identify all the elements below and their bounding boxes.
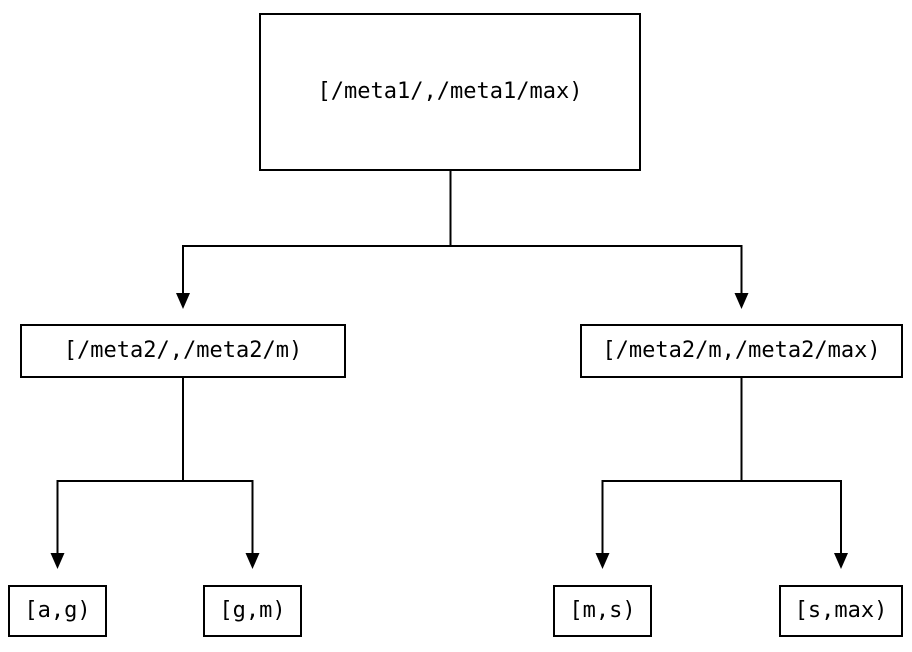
node-label: [s,max) bbox=[794, 598, 888, 623]
node-label: [/meta2/m,/meta2/max) bbox=[602, 338, 881, 363]
node-label: [/meta2/,/meta2/m) bbox=[63, 338, 303, 363]
edge-left-to-leaves bbox=[50, 378, 260, 569]
arrowhead-icon bbox=[734, 293, 749, 309]
arrowhead-icon bbox=[176, 293, 190, 309]
tree-node-meta2-high: [/meta2/m,/meta2/max) bbox=[580, 324, 903, 378]
tree-node-leaf-gm: [g,m) bbox=[203, 585, 302, 637]
arrowhead-icon bbox=[834, 553, 848, 569]
arrowhead-icon bbox=[245, 553, 260, 569]
tree-node-leaf-smax: [s,max) bbox=[779, 585, 903, 637]
arrowhead-icon bbox=[595, 553, 610, 569]
node-label: [g,m) bbox=[219, 598, 286, 623]
node-label: [/meta1/,/meta1/max) bbox=[317, 79, 583, 104]
arrowhead-icon bbox=[50, 553, 65, 569]
tree-node-root: [/meta1/,/meta1/max) bbox=[259, 13, 641, 171]
tree-node-leaf-ms: [m,s) bbox=[553, 585, 652, 637]
tree-node-meta2-low: [/meta2/,/meta2/m) bbox=[20, 324, 346, 378]
tree-node-leaf-ag: [a,g) bbox=[8, 585, 107, 637]
node-label: [a,g) bbox=[24, 598, 91, 623]
edge-root-to-level2 bbox=[176, 171, 749, 309]
node-label: [m,s) bbox=[569, 598, 636, 623]
edge-right-to-leaves bbox=[595, 378, 848, 569]
